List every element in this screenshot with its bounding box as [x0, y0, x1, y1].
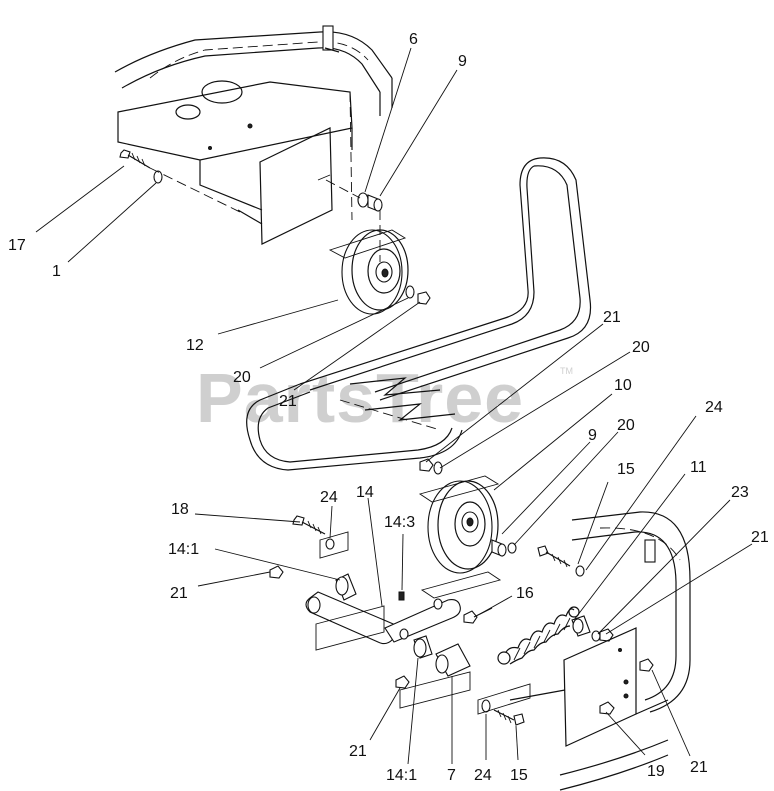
callout-11: 11 [690, 459, 707, 476]
callout-14: 14 [356, 484, 374, 501]
washer-1 [153, 170, 163, 184]
bolt-19 [599, 701, 615, 715]
callout-19: 19 [647, 763, 665, 780]
nut-21-upper [417, 291, 431, 305]
callout-24: 24 [320, 489, 338, 506]
callouts: 6 9 17 1 12 20 21 21 20 10 24 9 20 15 11… [8, 31, 769, 784]
callout-20: 20 [233, 369, 251, 386]
callout-1: 1 [52, 263, 61, 280]
callout-12: 12 [186, 337, 204, 354]
spacer-9-lower [491, 539, 507, 557]
callout-21: 21 [170, 585, 188, 602]
washer-24-right [575, 565, 585, 577]
callout-24: 24 [705, 399, 723, 416]
callout-21: 21 [690, 759, 708, 776]
spring-11 [497, 606, 580, 665]
spacer-7 [435, 643, 471, 677]
washer-20-mid [507, 542, 517, 554]
drive-belt [246, 157, 592, 471]
nut-21-lower [419, 458, 434, 472]
bolt-18 [292, 515, 326, 535]
nut-21-bottom [395, 675, 410, 689]
spacer-23 [571, 615, 591, 637]
callout-21: 21 [349, 743, 367, 760]
washer-24-lower [481, 699, 491, 713]
bushing-14-1-upper [335, 573, 357, 601]
idler-arm-14 [305, 591, 461, 645]
bolt-15-upper [537, 545, 571, 568]
callout-9: 9 [588, 427, 597, 444]
callout-14-1: 14:1 [386, 767, 417, 784]
washer-24-upper [325, 538, 335, 550]
watermark: PartsTree [196, 359, 524, 437]
callout-14-3: 14:3 [384, 514, 415, 531]
spacer-6 [357, 192, 369, 208]
leader-lines [35, 47, 753, 765]
bolt-17 [119, 149, 151, 169]
spacer-9-upper [367, 194, 383, 212]
callout-20: 20 [617, 417, 635, 434]
callout-9: 9 [458, 53, 467, 70]
bolt-15-lower [493, 709, 525, 726]
callout-21: 21 [751, 529, 769, 546]
callout-7: 7 [447, 767, 456, 784]
washer-23 [591, 630, 601, 642]
watermark-trademark: TM [560, 366, 573, 376]
callout-21: 21 [279, 393, 297, 410]
callout-24: 24 [474, 767, 492, 784]
callout-23: 23 [731, 484, 749, 501]
callout-15: 15 [510, 767, 528, 784]
nut-21-left [269, 565, 284, 579]
upper-frame [114, 25, 393, 245]
callout-10: 10 [614, 377, 632, 394]
grease-fitting-14-3 [398, 591, 405, 601]
callout-20: 20 [632, 339, 650, 356]
callout-15: 15 [617, 461, 635, 478]
callout-17: 17 [8, 237, 26, 254]
pulley-10 [427, 480, 499, 574]
callout-6: 6 [409, 31, 418, 48]
lower-frame [509, 511, 691, 791]
callout-18: 18 [171, 501, 189, 518]
bushing-14-1-lower [413, 635, 433, 659]
washer-20-upper [405, 285, 415, 299]
bolt-16 [463, 607, 493, 624]
pulley-12 [341, 229, 409, 315]
washer-20-lower [433, 461, 443, 475]
nut-21-frame [639, 658, 654, 672]
callout-14-1: 14:1 [168, 541, 199, 558]
callout-21: 21 [603, 309, 621, 326]
callout-16: 16 [516, 585, 534, 602]
